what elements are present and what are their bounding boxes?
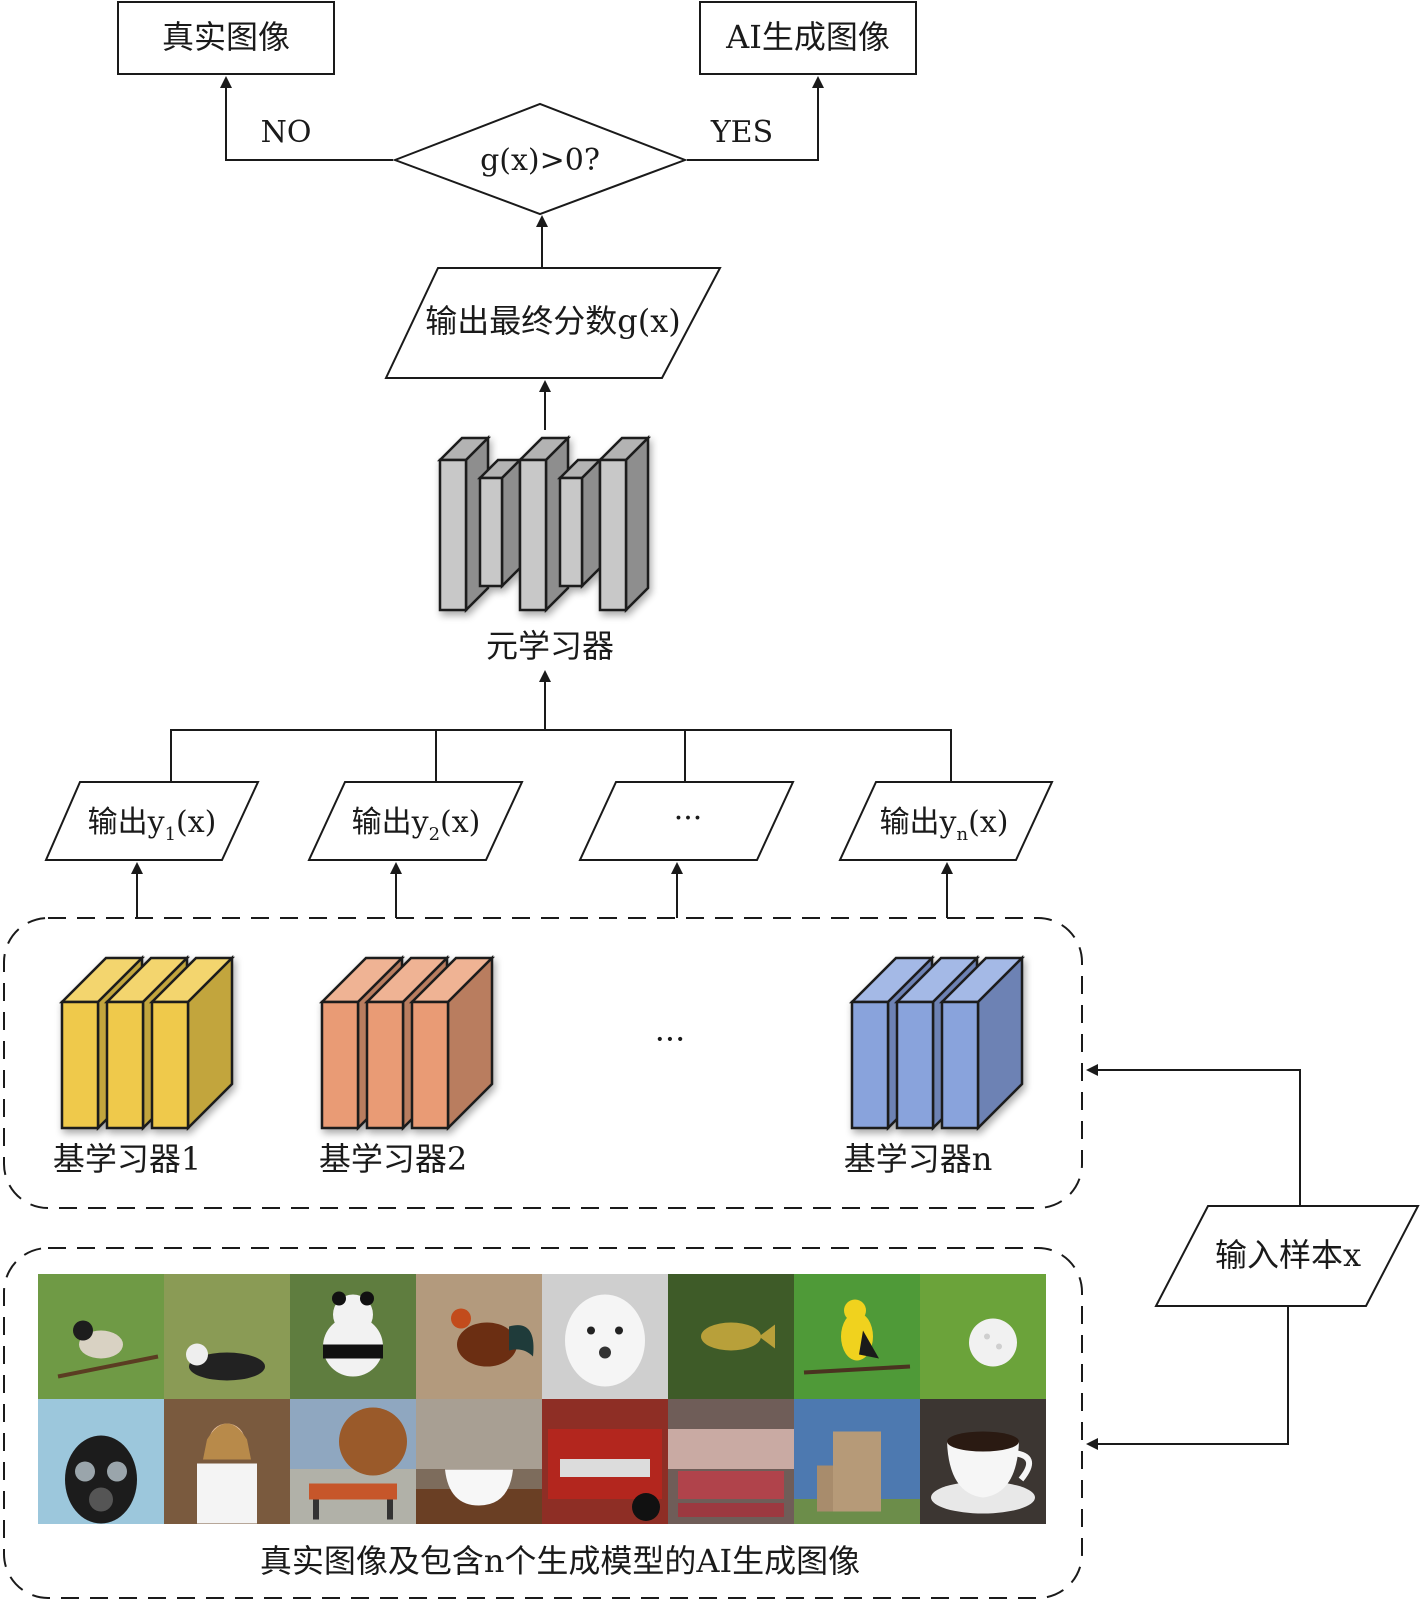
thumbnail-doctor	[164, 1399, 290, 1524]
base-learner-2-icon	[318, 954, 496, 1132]
base-2-layer-3	[408, 954, 496, 1132]
ai-image-result-box: AI生成图像	[699, 1, 917, 75]
thumbnail-border-collie	[164, 1274, 290, 1399]
final-score-label: 输出最终分数g(x)	[425, 302, 681, 340]
output-label-2: 输出y2(x)	[352, 805, 481, 845]
thumbnail-goldfinch	[794, 1274, 920, 1399]
output-label-n: 输出yn(x)	[880, 805, 1009, 845]
thumbnail-panda	[290, 1274, 416, 1399]
final-score-box: 输出最终分数g(x)	[384, 267, 722, 379]
thumbnail-castle	[794, 1399, 920, 1524]
dataset-group	[3, 1247, 1083, 1599]
output-box-n: 输出yn(x)	[838, 781, 1054, 861]
thumbnail-coffee-cup	[920, 1399, 1046, 1524]
thumbnail-fish	[668, 1274, 794, 1399]
ai-image-label: AI生成图像	[725, 18, 890, 56]
no-label: NO	[261, 115, 312, 150]
input-sample-label: 输入样本x	[1215, 1236, 1361, 1274]
base-learner-1-icon	[58, 954, 236, 1132]
meta-learner-icon	[436, 434, 652, 614]
base-learner-n-icon	[848, 954, 1026, 1132]
thumbnail-chickadee	[38, 1274, 164, 1399]
thumbnail-white-dog	[542, 1274, 668, 1399]
base-3-layer-3	[938, 954, 1026, 1132]
yes-branch-arrow	[687, 76, 824, 161]
decision-diamond: g(x)>0?	[392, 102, 688, 216]
merge-bus-line	[170, 729, 952, 782]
base-learners-group	[3, 917, 1083, 1209]
real-image-label: 真实图像	[162, 18, 290, 56]
input-to-dataset-arrow	[1086, 1306, 1289, 1450]
thumbnail-park-bench	[290, 1399, 416, 1524]
base-learner-n-label: 基学习器n	[844, 1140, 993, 1178]
real-image-result-box: 真实图像	[117, 1, 335, 75]
no-branch-arrow	[220, 76, 393, 161]
meta-layer-2	[476, 456, 524, 590]
input-sample-box: 输入样本x	[1154, 1205, 1420, 1307]
image-grid	[38, 1274, 1046, 1524]
input-to-base-arrow	[1086, 1064, 1301, 1206]
output-ellipsis: ···	[674, 801, 703, 836]
output-label-1: 输出y1(x)	[88, 805, 217, 845]
thumbnail-golf-ball	[920, 1274, 1046, 1399]
thumbnail-butcher-shop	[668, 1399, 794, 1524]
base-learner-ellipsis: ···	[655, 1020, 686, 1058]
base-learner-1-label: 基学习器1	[53, 1140, 201, 1178]
thumbnail-bathroom	[416, 1399, 542, 1524]
output-box-1: 输出y1(x)	[44, 781, 260, 861]
meta-learner-label: 元学习器	[486, 627, 614, 665]
base-learner-2-label: 基学习器2	[319, 1140, 467, 1178]
decision-label: g(x)>0?	[480, 143, 600, 178]
output-box-ellipsis: ···	[578, 781, 795, 861]
meta-layer-4	[556, 456, 604, 590]
base-1-layer-3	[148, 954, 236, 1132]
yes-label: YES	[710, 115, 773, 150]
dataset-caption: 真实图像及包含n个生成模型的AI生成图像	[260, 1542, 860, 1580]
meta-layer-5	[596, 434, 652, 614]
thumbnail-rooster	[416, 1274, 542, 1399]
thumbnail-fire-truck	[542, 1399, 668, 1524]
output-box-2: 输出y2(x)	[307, 781, 524, 861]
thumbnail-gas-mask	[38, 1399, 164, 1524]
